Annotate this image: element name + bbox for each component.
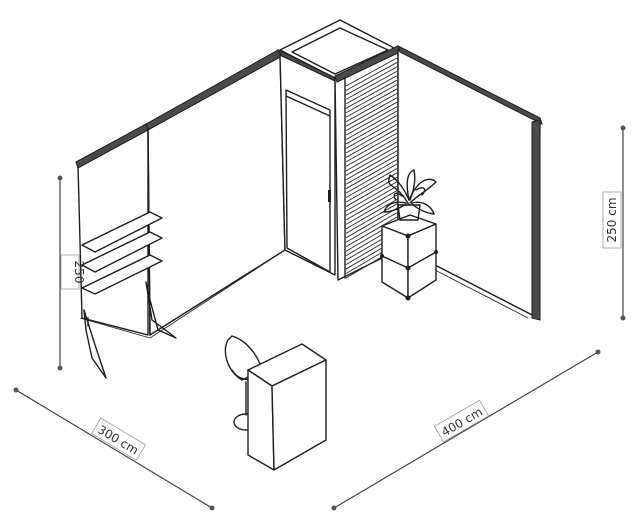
slat [345,185,398,216]
slat [345,216,398,248]
slat [345,199,398,230]
dimension-height-left: 250 [57,175,86,371]
slat [345,203,398,234]
height-left-label: 250 [72,261,86,284]
slat [345,115,398,145]
slat [345,159,398,190]
slat [345,106,398,136]
plant-stand [380,169,438,301]
dimension-depth: 400 cm [331,349,601,511]
slat [345,207,398,239]
slat [345,88,398,118]
slat [345,137,398,167]
slat [345,194,398,225]
slat [345,92,398,123]
potted-plant-icon [383,169,437,221]
slat [345,181,398,212]
slat [345,57,398,87]
slat [345,84,398,114]
slat [345,119,398,149]
slat [345,110,398,140]
slat [345,145,398,176]
slat [345,128,398,158]
slat [345,154,398,185]
slat [345,62,398,91]
slat [345,66,398,96]
slat [345,141,398,172]
dimension-height-right: 250 cm [602,125,626,321]
shelving-unit [81,211,177,379]
storage-room [276,19,399,276]
reception-counter [247,343,327,471]
slat [345,123,398,154]
slat [345,163,398,194]
slat [345,79,398,109]
slat [345,132,398,163]
slat [345,212,398,243]
slat [345,101,398,132]
height-right-label: 250 cm [605,197,619,242]
slat [345,168,398,199]
door-handle-icon [328,190,331,202]
slat [345,70,398,100]
dimension-width: 300 cm [13,387,215,511]
slat [345,75,398,105]
slat [345,150,398,181]
slat [345,190,398,221]
slatted-column [334,45,401,281]
left-wall [75,49,286,336]
slat [345,97,398,127]
